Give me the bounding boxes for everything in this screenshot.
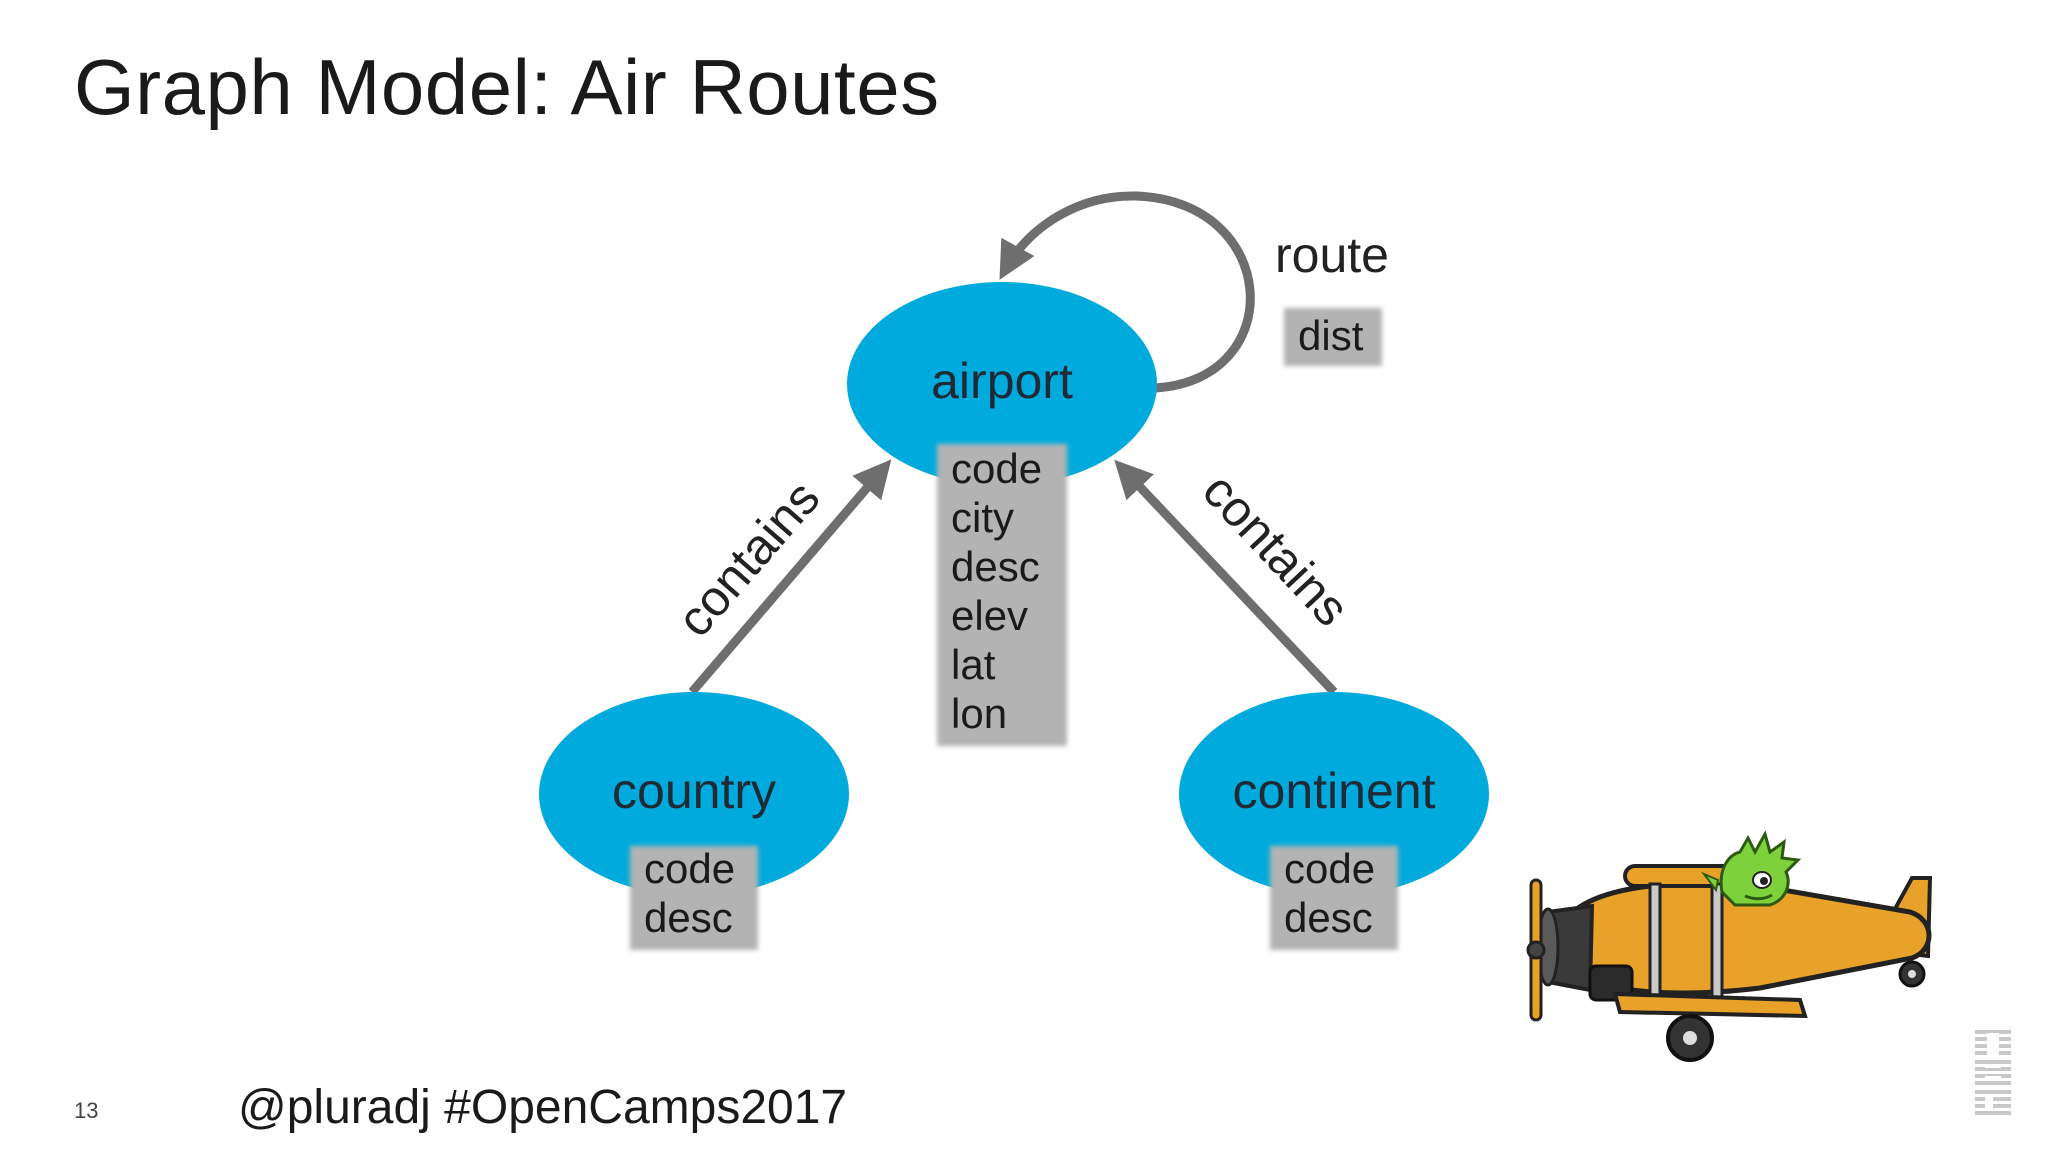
airport-prop-elev: elev: [951, 592, 1028, 639]
airport-vertex: [847, 282, 1157, 486]
airport-prop-lon: lon: [951, 690, 1007, 737]
country-vertex-label: country: [612, 763, 776, 819]
airport-prop-city: city: [951, 494, 1014, 541]
country-contains-edge: [688, 459, 892, 695]
continent-props-box: [1270, 846, 1398, 950]
continent-contains-label: contains: [1192, 462, 1360, 636]
slide-title: Graph Model: Air Routes: [74, 43, 940, 131]
route-dist-box: [1284, 308, 1382, 366]
continent-prop-desc: desc: [1284, 894, 1373, 941]
airplane-illustration: [1526, 864, 1933, 1062]
continent-vertex-label: continent: [1233, 763, 1436, 819]
country-prop-desc: desc: [644, 894, 733, 941]
route-edge-label: route: [1275, 227, 1389, 283]
continent-vertex: [1179, 692, 1489, 896]
continent-prop-code: code: [1284, 845, 1375, 892]
route-prop-dist: dist: [1298, 312, 1364, 359]
airport-prop-desc: desc: [951, 543, 1040, 590]
route-edge: [999, 191, 1255, 393]
slide-number: 13: [74, 1098, 99, 1123]
footer-hashtag: @pluradj #OpenCamps2017: [238, 1081, 848, 1134]
airport-prop-lat: lat: [951, 641, 996, 688]
airport-props-box: [937, 444, 1067, 746]
country-props-box: [630, 846, 758, 950]
ibm-logo: [1975, 1030, 2011, 1115]
continent-contains-edge: [1114, 459, 1338, 696]
country-prop-code: code: [644, 845, 735, 892]
airport-vertex-label: airport: [931, 353, 1073, 409]
goblin-pilot-icon: [1700, 830, 1802, 907]
country-vertex: [539, 692, 849, 896]
airport-prop-code: code: [951, 445, 1042, 492]
